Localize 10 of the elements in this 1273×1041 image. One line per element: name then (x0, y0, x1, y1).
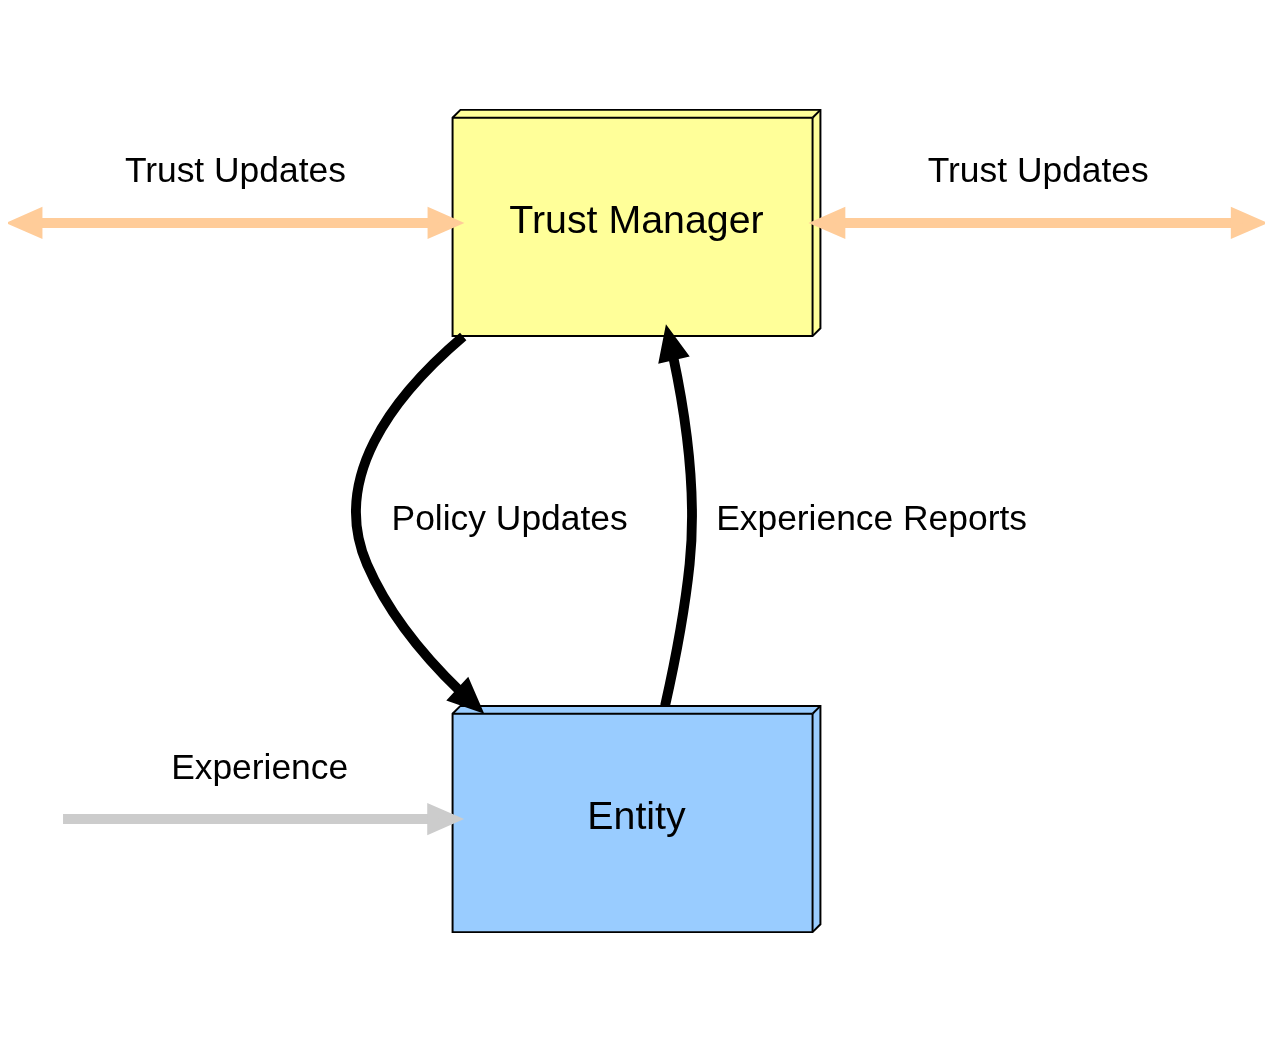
edge-label: Trust Updates (124, 149, 346, 190)
edge-label: Trust Updates (927, 149, 1149, 190)
arrow (658, 323, 697, 707)
arrow (8, 206, 465, 239)
edge-label: Experience Reports (716, 497, 1027, 538)
arrow (63, 802, 465, 835)
edge-label: Experience (171, 746, 349, 786)
arrow (808, 206, 1265, 239)
edge-label: Policy Updates (391, 497, 628, 538)
arrow (351, 332, 485, 714)
